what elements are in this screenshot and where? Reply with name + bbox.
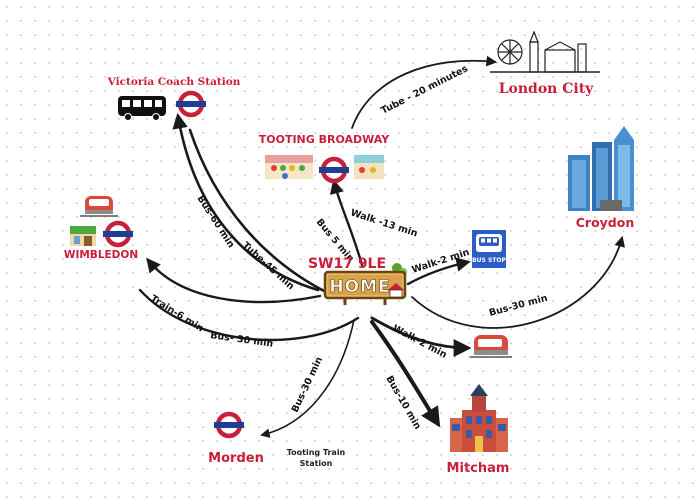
morden-node: Morden Tooting Train Station bbox=[208, 414, 346, 468]
train-icon bbox=[80, 196, 118, 217]
london-city-node: London City bbox=[490, 30, 600, 97]
arrow-walk-tooting-broadway bbox=[329, 179, 364, 267]
route-label-train-6: Train-6 min bbox=[148, 293, 205, 334]
bus-icon bbox=[118, 96, 166, 121]
home-sign-text: HOME bbox=[329, 277, 390, 297]
route-arrows bbox=[138, 55, 625, 438]
arrow-tube-victoria bbox=[188, 128, 332, 296]
arrow-bus-croydon bbox=[411, 235, 625, 329]
underground-roundel-icon bbox=[176, 93, 206, 115]
underground-roundel-icon bbox=[214, 414, 244, 436]
tooting-train-station-label-2: Station bbox=[300, 459, 333, 468]
shop-icon bbox=[70, 226, 96, 246]
arrow-bus-morden bbox=[260, 319, 355, 438]
route-label-walk-13: Walk -13 min bbox=[349, 207, 419, 239]
arrow-bus-victoria bbox=[172, 112, 320, 292]
train-icon bbox=[470, 335, 512, 358]
mitcham-node: Mitcham bbox=[447, 384, 510, 476]
route-label-bus-30-wimbledon: Bus- 30 min bbox=[210, 330, 275, 350]
bus-stop-node: BUS STOP bbox=[472, 230, 506, 268]
victoria-label: Victoria Coach Station bbox=[107, 76, 241, 88]
tooting-broadway-label: TOOTING BROADWAY bbox=[259, 133, 391, 146]
town-hall-icon bbox=[450, 384, 508, 452]
route-label-tube-45: Tube-45 min bbox=[240, 240, 296, 292]
arrow-bus-wimbledon bbox=[138, 288, 360, 342]
route-label-bus-60: Bus-60 min bbox=[194, 194, 236, 251]
route-label-walk-2-bus: Walk-2 min bbox=[411, 247, 472, 276]
route-label-tube-20: Tube - 20 minutes bbox=[379, 63, 470, 116]
arrow-tube-london-city bbox=[351, 55, 498, 129]
route-label-bus-10: Bus-10 min bbox=[383, 374, 423, 432]
wimbledon-node: WIMBLEDON bbox=[64, 196, 138, 261]
route-label-bus-30-morden: Bus-30 min bbox=[290, 355, 325, 414]
route-label-walk-2-train: Walk-2 min bbox=[391, 323, 449, 361]
market-stall-icon bbox=[265, 155, 313, 179]
arrow-bus-mitcham bbox=[370, 320, 441, 428]
victoria-node: Victoria Coach Station bbox=[107, 76, 241, 121]
arrow-walk-train bbox=[370, 316, 472, 357]
mitcham-label: Mitcham bbox=[447, 461, 510, 476]
underground-roundel-icon bbox=[103, 223, 133, 245]
route-label-bus-30-croydon: Bus-30 min bbox=[488, 293, 549, 319]
tooting-train-station-label-1: Tooting Train bbox=[287, 448, 346, 457]
arrow-walk-bus-stop bbox=[406, 257, 471, 286]
arrow-train-wimbledon bbox=[146, 257, 322, 304]
home-postcode: SW17 9LE bbox=[308, 256, 386, 272]
skyscraper-icon bbox=[568, 126, 634, 211]
home-sign-board bbox=[323, 270, 407, 300]
bus-stop-text: BUS STOP bbox=[472, 257, 506, 264]
london-city-label: London City bbox=[499, 81, 594, 97]
home-node: SW17 9LE HOME bbox=[308, 256, 407, 305]
market-stall-icon bbox=[354, 155, 384, 179]
underground-roundel-icon bbox=[319, 159, 349, 181]
tooting-broadway-node: TOOTING BROADWAY bbox=[259, 133, 391, 181]
croydon-label: Croydon bbox=[576, 215, 635, 230]
london-skyline-icon bbox=[490, 30, 600, 73]
wimbledon-label: WIMBLEDON bbox=[64, 249, 138, 261]
croydon-node: Croydon bbox=[568, 126, 634, 230]
morden-label: Morden bbox=[208, 451, 264, 466]
house-icon bbox=[388, 283, 404, 298]
